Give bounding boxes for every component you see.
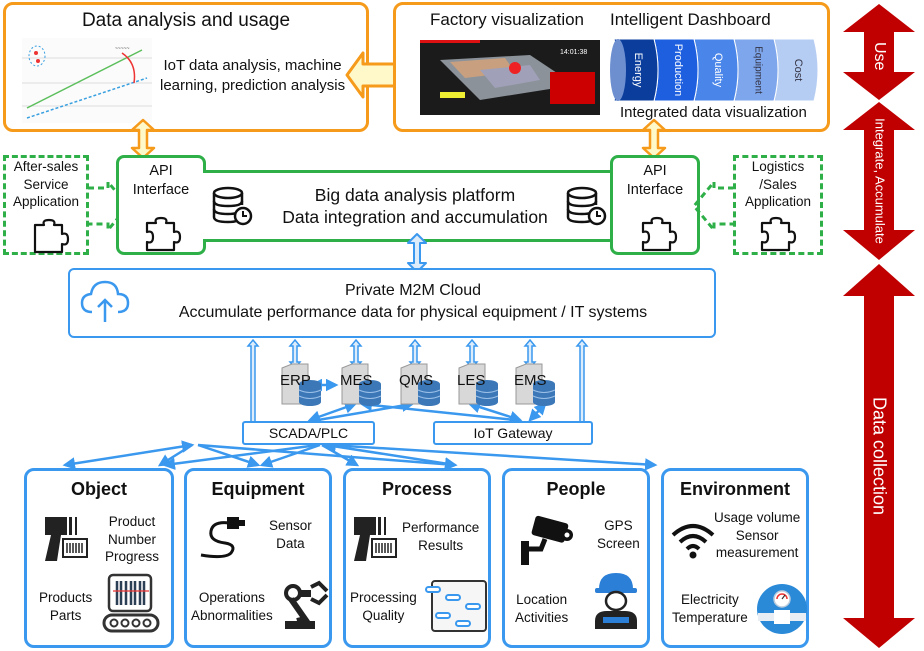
process-text-lower: Processing Quality	[350, 590, 417, 623]
category-environment: Environment Usage volume Sensor measurem…	[661, 468, 809, 648]
api-interface-right	[610, 155, 700, 255]
system-label: ERP	[280, 372, 311, 389]
security-camera-icon	[521, 515, 573, 565]
private-m2m-cloud-box	[68, 268, 716, 338]
sensor-cable-icon	[200, 517, 245, 559]
barcode-scanner-icon	[45, 517, 88, 561]
iot-gateway-box	[433, 421, 593, 445]
scada-plc-box	[242, 421, 375, 445]
dashed-arrow-right-to-api	[692, 177, 734, 235]
people-text-upper: GPS Screen	[597, 518, 640, 551]
svg-text:14:01:38: 14:01:38	[560, 49, 587, 56]
factory-3d-view-thumbnail: 14:01:38	[420, 40, 600, 115]
after-sales-application-box	[3, 155, 89, 255]
database-clock-icon	[566, 186, 607, 226]
regression-chart-thumbnail: ~~~~~	[22, 38, 152, 123]
worker-hardhat-icon	[595, 573, 637, 629]
description-line1: IoT data analysis, machine	[163, 57, 342, 74]
logistics-label: Logistics /Sales Application	[744, 159, 812, 210]
factory-visualization-title: Factory visualization	[430, 10, 585, 29]
puzzle-piece-icon	[145, 216, 182, 252]
iot-gateway-label: IoT Gateway	[473, 425, 553, 441]
arrow-cloud-scada	[246, 338, 260, 434]
phase-label-integrate: Integrate, Accumulate	[872, 118, 888, 244]
api-interface-left-label: API Interface	[132, 163, 190, 198]
intelligent-dashboard-title: Intelligent Dashboard	[610, 10, 771, 29]
phase-label-collect: Data collection	[869, 396, 890, 516]
category-people: People GPS Screen Location Activities	[502, 468, 650, 648]
server-database-icon	[400, 363, 441, 406]
dashboard-segment-label: Production	[672, 44, 684, 97]
database-clock-icon	[212, 186, 253, 226]
process-flow-icon	[425, 580, 487, 632]
category-object: Object Product Number Progress Products …	[24, 468, 174, 648]
dashboard-segment-label: Equipment	[752, 46, 763, 94]
data-analysis-title: Data analysis and usage	[81, 10, 291, 31]
cloud-title: Private M2M Cloud	[344, 282, 482, 299]
phase-arrow-collect	[843, 264, 915, 648]
arrow-cloud-gateway	[575, 338, 589, 434]
logistics-sales-application-box	[733, 155, 823, 255]
category-equipment: Equipment Sensor Data Operations Abnorma…	[184, 468, 332, 648]
puzzle-piece-icon	[641, 216, 678, 252]
phase-arrow-integrate	[843, 102, 915, 260]
barcode-scanner-icon	[354, 517, 397, 561]
category-title: Equipment	[211, 479, 305, 499]
wifi-icon	[671, 524, 715, 559]
system-label: MES	[340, 372, 373, 389]
equipment-text-upper: Sensor Data	[269, 518, 312, 551]
server-database-icon	[515, 363, 556, 406]
dashboard-segment-label: Energy	[632, 53, 644, 88]
scada-plc-label: SCADA/PLC	[268, 425, 349, 441]
description-line2: learning, prediction analysis	[160, 77, 346, 95]
environment-text-lower: Electricity Temperature	[672, 592, 748, 625]
after-sales-label: After-sales Service Application	[12, 159, 80, 210]
dashboard-segment-label: Cost	[792, 59, 804, 82]
category-process: Process Performance Results Processing Q…	[343, 468, 491, 648]
intelligent-dashboard-cylinders: Cost Equipment Quality Production Energy	[610, 38, 819, 102]
data-analysis-description: IoT data analysis, machine learning, pre…	[160, 56, 345, 97]
dashboard-segment-cost: Cost	[773, 38, 819, 102]
category-title: Environment	[679, 479, 790, 499]
category-title: Object	[70, 479, 127, 499]
phase-label-use: Use	[871, 42, 889, 71]
api-interface-right-label: API Interface	[626, 163, 684, 198]
dashboard-cylinder-cap	[610, 39, 626, 101]
robot-arm-icon	[284, 580, 329, 629]
dashboard-segment-label: Quality	[712, 53, 724, 88]
object-text-lower: Products Parts	[39, 590, 93, 623]
integrated-visualization-caption: Integrated data visualization	[620, 104, 807, 121]
environment-text-upper: Usage volume Sensor measurement	[714, 510, 801, 561]
server-database-icon	[281, 363, 322, 406]
conveyor-barcode-icon	[102, 573, 160, 633]
system-label: LES	[457, 372, 486, 389]
cloud-upload-icon	[80, 280, 130, 322]
server-database-icon	[458, 363, 499, 406]
server-database-icon	[341, 363, 382, 406]
phase-arrows	[843, 4, 915, 648]
system-label: QMS	[399, 372, 434, 389]
dashed-arrow-left-to-api	[88, 177, 130, 235]
cloud-subtitle: Accumulate performance data for physical…	[178, 304, 648, 321]
pipe-gauge-icon	[757, 584, 807, 634]
category-title: Process	[381, 479, 453, 499]
equipment-text-lower: Operations Abnormalities	[191, 590, 273, 623]
puzzle-piece-icon	[760, 216, 797, 252]
people-text-lower: Location Activities	[515, 592, 569, 625]
phase-arrow-use	[843, 4, 915, 100]
puzzle-piece-icon	[33, 218, 70, 254]
category-title: People	[546, 479, 606, 499]
process-text-upper: Performance Results	[402, 520, 480, 553]
system-label: EMS	[514, 372, 547, 389]
big-data-platform	[203, 170, 615, 242]
big-data-platform-title: Big data analysis platform Data integrat…	[282, 185, 548, 227]
svg-text:~~~~~: ~~~~~	[115, 46, 130, 52]
object-text-upper: Product Number Progress	[105, 514, 160, 565]
